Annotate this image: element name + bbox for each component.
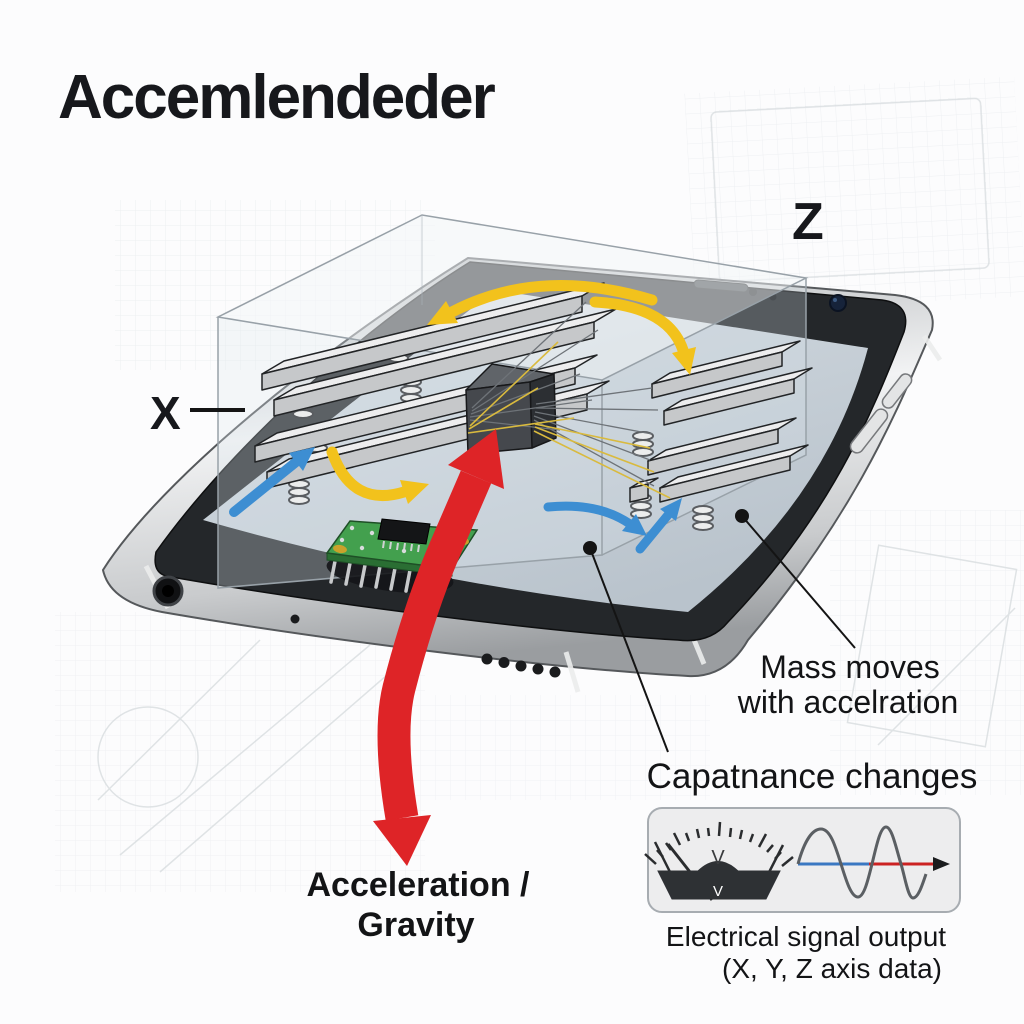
mass-callout-line2: with accelration	[737, 684, 959, 720]
voltmeter-icon	[644, 821, 794, 901]
acceleration-label-line2: Gravity	[357, 906, 475, 944]
proof-mass	[465, 363, 557, 455]
sense-wires-gray	[469, 301, 659, 487]
jack-hole	[162, 585, 174, 597]
page-title: Accemlendeder	[58, 63, 496, 132]
signal-wave-icon	[796, 825, 950, 900]
camera-glint	[833, 298, 837, 302]
chip-icon	[377, 518, 431, 545]
mems-structure	[254, 282, 813, 531]
signal-output-label-line2: (X, Y, Z axis data)	[722, 953, 942, 984]
front-camera-icon	[829, 294, 847, 312]
speaker-holes	[481, 653, 561, 678]
blueprint-background	[55, 76, 1024, 892]
capacitance-callout: Capatnance changes	[646, 757, 978, 796]
chip-pins	[382, 540, 420, 553]
voltmeter-upper-label: V	[711, 847, 725, 869]
blue-motion-arrows	[229, 447, 682, 554]
signal-output-panel: V V	[644, 807, 961, 913]
x-axis-label: X	[150, 387, 181, 439]
signal-output-label-line1: Electrical signal output	[665, 921, 947, 952]
callout-lines	[190, 408, 856, 753]
side-buttons	[849, 373, 913, 454]
z-axis-label: Z	[792, 193, 824, 251]
mass-callout-line1: Mass moves	[760, 649, 940, 685]
acceleration-label-line1: Acceleration /	[306, 866, 530, 904]
voltmeter-lower-label: V	[713, 883, 723, 900]
yellow-rotation-arrows	[326, 280, 696, 504]
left-electrodes	[254, 282, 617, 489]
mic-hole	[290, 614, 300, 624]
gold-pad	[333, 544, 347, 554]
right-electrodes	[629, 340, 813, 503]
sense-wires-yellow	[467, 341, 671, 499]
acceleration-arrow	[373, 429, 504, 866]
